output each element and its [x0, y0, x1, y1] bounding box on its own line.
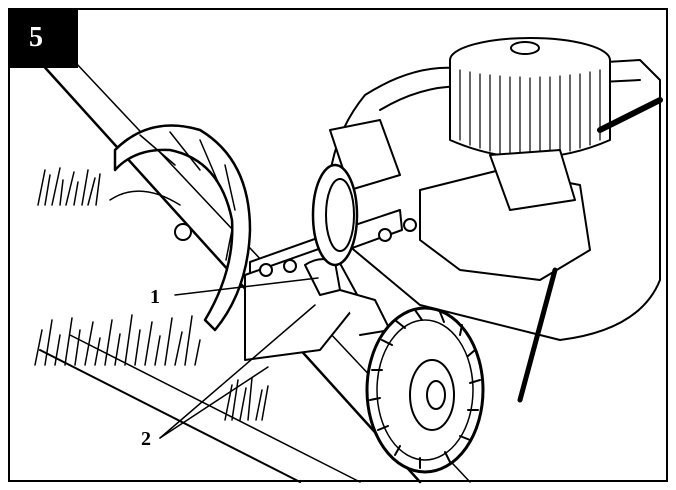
- front-wheel-cap: [426, 380, 446, 410]
- sidewalk-edge-line-4: [69, 334, 361, 483]
- bolt: [283, 259, 297, 273]
- bolt: [259, 263, 273, 277]
- grass-tuft: [34, 314, 201, 366]
- linkage: [339, 289, 391, 336]
- handle-bar: [597, 97, 663, 133]
- bolt: [378, 228, 392, 242]
- handle-bar-2: [517, 267, 558, 403]
- callout-label-2: 2: [141, 428, 151, 450]
- rear-wheel: [311, 163, 359, 267]
- grass-tuft: [37, 167, 101, 206]
- rear-wheel-inner: [325, 178, 355, 252]
- callout-label-1: 1: [150, 286, 160, 308]
- step-number-badge: 5: [8, 8, 78, 68]
- front-wheel-tread: [376, 319, 474, 461]
- callout-2-leader-b: [159, 366, 269, 439]
- guard-ribs: [139, 131, 236, 261]
- blade: [109, 190, 181, 206]
- sidewalk-edge-line-3: [39, 349, 301, 483]
- engine-part: [489, 149, 576, 211]
- cap: [510, 41, 540, 55]
- grass-tuft: [224, 377, 269, 421]
- callout-2-leader-a: [159, 304, 316, 439]
- tread-marks: [369, 309, 481, 469]
- bolt: [403, 218, 417, 232]
- blade-hub: [174, 223, 192, 241]
- front-wheel-hub: [409, 359, 455, 431]
- callout-1-leader: [174, 277, 319, 296]
